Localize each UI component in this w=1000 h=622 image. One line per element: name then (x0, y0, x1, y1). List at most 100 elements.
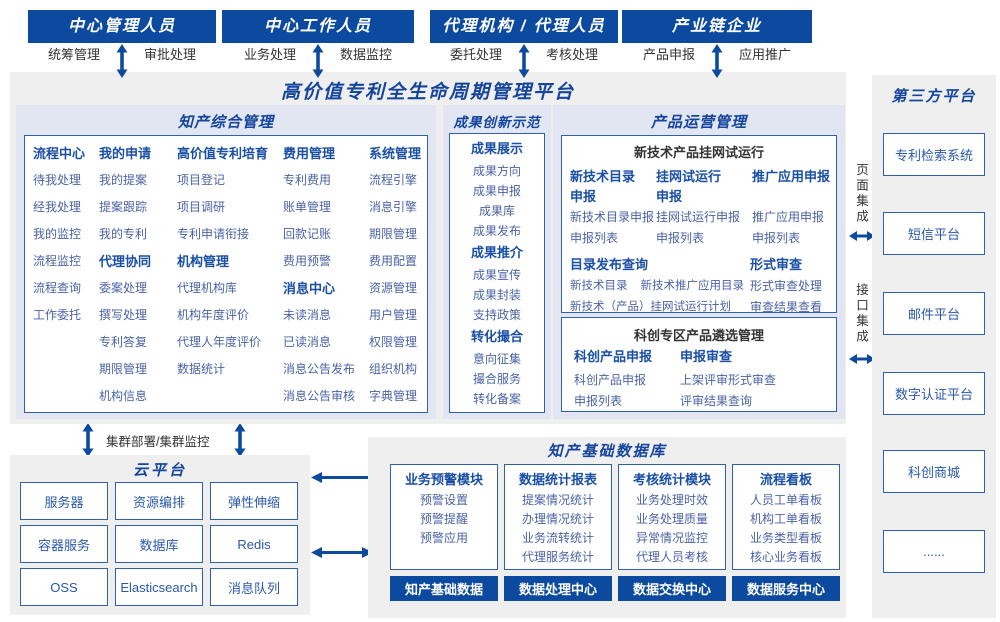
cluster-label: 集群部署/集群监控 (106, 435, 210, 449)
trial-run-row1: 新技术目录申报 新技术目录申报 申报列表 挂网试运行申报 挂网试运行申报 申报列… (562, 161, 836, 249)
actor-industry-chain: 产业链企业 产品申报 应用推广 (622, 10, 812, 80)
menu-group-header: 转化撮合 (470, 329, 523, 344)
menu-group-header: 我的申请 (99, 146, 152, 161)
menu-column: 系统管理 流程引擎 消息引擎 期限管理 费用配置 资源管理 用户管理 权限管理 … (369, 140, 427, 410)
menu-item: 提案跟踪 (99, 200, 148, 214)
data-module: 数据统计报表 提案情况统计 办理情况统计 业务流转统计 代理服务统计 (504, 464, 612, 570)
menu-item: 字典管理 (369, 389, 418, 403)
menu-group-header: 高价值专利培育 (177, 146, 269, 161)
menu-item: 预警提醒 (419, 512, 468, 526)
menu-item: 我的监控 (33, 227, 82, 241)
box-title: 新技术产品挂网试运行 (633, 145, 764, 160)
actor-labels: 委托处理 考核处理 (430, 44, 618, 80)
menu-item: 申报列表 (656, 231, 705, 245)
menu-columns: 流程中心 待我处理 经我处理 我的监控 流程监控 流程查询 工作委托 我的申请 … (25, 136, 427, 410)
menu-item: 回款记账 (283, 227, 332, 241)
section-title: 成果创新示范 (453, 115, 541, 130)
cloud-item: 消息队列 (210, 568, 298, 606)
menu-column: 我的申请 我的提案 提案跟踪 我的专利 代理协同 委案处理 撰写处理 专利答复 … (99, 140, 177, 410)
menu-group-header: 费用管理 (283, 146, 336, 161)
third-party-panel: 第三方平台 专利检索系统 短信平台 邮件平台 数字认证平台 科创商城 .....… (872, 75, 996, 618)
cloud-item: Redis (210, 525, 298, 563)
actor-label: 业务处理 (243, 47, 296, 62)
menu-item: 委案处理 (99, 281, 148, 295)
menu-item: 成果封装 (472, 288, 521, 302)
menu-item: 科创产品申报 (574, 373, 647, 387)
data-footer-bar: 数据交换中心 (618, 576, 726, 601)
third-party-item: ...... (883, 530, 985, 573)
menu-item: 业务处理时效 (635, 493, 708, 507)
actor-title: 中心管理人员 (28, 10, 216, 43)
menu-group-header: 推广应用申报 (752, 169, 831, 184)
section-title: 产品运营管理 (650, 114, 747, 131)
menu-item: 转化备案 (472, 392, 521, 406)
data-footer-bar: 知产基础数据 (390, 576, 498, 601)
module-header: 流程看板 (759, 472, 812, 487)
third-party-item: 专利检索系统 (883, 133, 985, 176)
data-module: 考核统计模块 业务处理时效 业务处理质量 异常情况监控 代理人员考核 (618, 464, 726, 570)
menu-item: 消息公告发布 (283, 362, 356, 376)
menu-item: 审查结果查看 (750, 300, 823, 314)
menu-item: 专利答复 (99, 335, 148, 349)
platform-panel: 高价值专利全生命周期管理平台 知产综合管理 流程中心 待我处理 经我处理 我的监… (10, 72, 846, 424)
actor-label: 数据监控 (340, 47, 393, 62)
menu-column: 成果展示 成果方向 成果申报 成果库 成果发布 成果推介 成果宣传 成果封装 支… (450, 134, 544, 409)
menu-column: 目录发布查询 新技术目录 新技术推广应用目录 新技术（产品）挂网试运行计划 (570, 251, 750, 318)
menu-item: 经我处理 (33, 200, 82, 214)
menu-item: 机构工单看板 (749, 512, 822, 526)
up-down-arrow-icon (116, 44, 128, 78)
left-right-arrow-icon (849, 231, 875, 241)
menu-item: 提案情况统计 (521, 493, 594, 507)
menu-item: 工作委托 (33, 308, 82, 322)
menu-item: 核心业务看板 (749, 550, 822, 564)
actor-label: 委托处理 (449, 47, 502, 62)
cloud-item: 弹性伸缩 (210, 482, 298, 520)
menu-item: 支持政策 (472, 308, 521, 322)
actor-label: 应用推广 (739, 47, 792, 62)
actor-labels: 产品申报 应用推广 (622, 44, 812, 80)
left-right-arrow-icon (849, 354, 875, 364)
trial-run-box: 新技术产品挂网试运行 新技术目录申报 新技术目录申报 申报列表 挂网试运行申报 … (561, 135, 837, 314)
menu-item: 新技术目录申报 (570, 210, 655, 224)
section-product-ops: 产品运营管理 新技术产品挂网试运行 新技术目录申报 新技术目录申报 申报列表 挂… (553, 105, 845, 419)
section-body: 流程中心 待我处理 经我处理 我的监控 流程监控 流程查询 工作委托 我的申请 … (24, 135, 428, 413)
menu-item: 业务处理质量 (635, 512, 708, 526)
selection-box: 科创专区产品遴选管理 科创产品申报 科创产品申报 申报列表 申报审查 上架评审形… (561, 317, 837, 412)
third-party-item: 科创商城 (883, 450, 985, 493)
menu-column: 新技术目录申报 新技术目录申报 申报列表 (570, 164, 656, 249)
menu-item: 上架评审形式审查 (680, 373, 777, 387)
data-modules: 业务预警模块 预警设置 预警提醒 预警应用 数据统计报表 提案情况统计 办理情况… (390, 464, 840, 570)
actor-title: 代理机构 / 代理人员 (430, 10, 618, 43)
cloud-item: 数据库 (115, 525, 203, 563)
module-header: 数据统计报表 (518, 472, 597, 487)
menu-column: 挂网试运行申报 挂网试运行申报 申报列表 (656, 164, 752, 249)
menu-item: 代理人员考核 (635, 550, 708, 564)
left-right-arrow-icon (311, 547, 373, 558)
menu-group-header: 新技术目录申报 (570, 169, 636, 204)
menu-item: 项目调研 (177, 200, 226, 214)
menu-item-row: 新技术（产品）挂网试运行计划 (570, 297, 750, 318)
actor-labels: 业务处理 数据监控 (222, 44, 414, 80)
trial-run-row2: 目录发布查询 新技术目录 新技术推广应用目录 新技术（产品）挂网试运行计划 形式… (562, 249, 836, 318)
menu-group-header: 目录发布查询 (570, 257, 649, 272)
up-down-arrow-icon (82, 423, 94, 457)
actor-label: 统筹管理 (47, 47, 100, 62)
menu-item: 机构年度评价 (177, 308, 250, 322)
menu-item: 权限管理 (369, 335, 418, 349)
menu-item: 流程监控 (33, 254, 82, 268)
up-down-arrow-icon (711, 44, 723, 78)
section-ip-management: 知产综合管理 流程中心 待我处理 经我处理 我的监控 流程监控 流程查询 工作委… (16, 105, 436, 419)
menu-item: 人员工单看板 (749, 493, 822, 507)
menu-item: 资源管理 (369, 281, 418, 295)
data-footer-bar: 数据服务中心 (732, 576, 840, 601)
menu-group-header: 科创产品申报 (574, 349, 653, 364)
section-title: 知产综合管理 (177, 114, 274, 131)
box-title: 科创专区产品遴选管理 (633, 328, 764, 343)
menu-item: 期限管理 (99, 362, 148, 376)
menu-item: 申报列表 (570, 231, 619, 245)
menu-item: 评审结果查询 (680, 394, 753, 408)
up-down-arrow-icon (312, 44, 324, 78)
menu-item: 业务类型看板 (749, 531, 822, 545)
menu-column: 高价值专利培育 项目登记 项目调研 专利申请衔接 机构管理 代理机构库 机构年度… (177, 140, 283, 410)
